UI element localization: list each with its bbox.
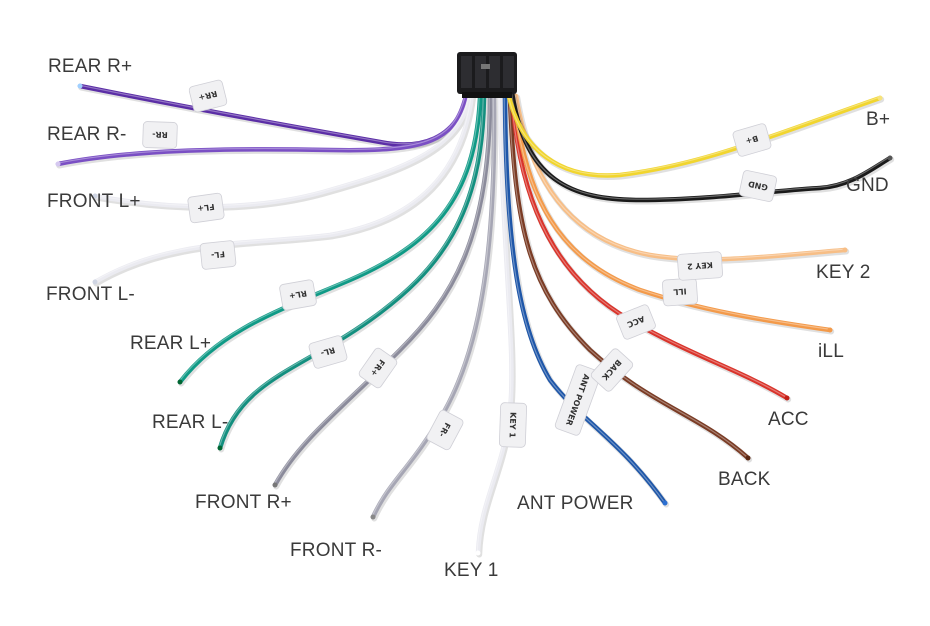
wire-label-gnd: GND <box>846 175 889 196</box>
wire-tag-gnd: GND <box>739 170 777 202</box>
wire-label-rear-l-plus: REAR L+ <box>130 333 212 354</box>
wire-front-r-minus: FR- <box>370 95 499 522</box>
wire-rear-l-plus: RL+ <box>177 95 485 387</box>
wire-tip <box>77 83 83 89</box>
wire-front-r-plus: FR+ <box>272 95 495 490</box>
wire-b-plus: B+ <box>505 89 885 181</box>
wire-tag-text: FL- <box>211 249 226 259</box>
wire-label-front-r-plus: FRONT R+ <box>195 492 292 513</box>
wire-label-rear-l-minus: REAR L- <box>152 412 229 433</box>
wire-tip <box>92 279 98 285</box>
wire-rear-r-minus: RR- <box>55 93 471 169</box>
wire-gnd: GND <box>509 89 895 205</box>
wire-tip <box>745 455 751 461</box>
wire-label-b-plus: B+ <box>866 109 891 130</box>
harness-connector <box>457 52 517 98</box>
wire-tag-text: RR- <box>152 130 168 140</box>
wire-tip <box>370 514 376 520</box>
wire-label-rear-r-plus: REAR R+ <box>48 56 133 77</box>
wire-tip <box>177 379 183 385</box>
wire-tag-rear-r-minus: RR- <box>142 121 178 149</box>
wire-tag-text: B+ <box>744 133 759 145</box>
wire-ant-power: ANT POWER <box>502 95 670 508</box>
wire-tip <box>784 395 790 401</box>
wire-tag-acc: ACC <box>616 304 656 340</box>
wire-label-front-l-plus: FRONT L+ <box>47 191 141 212</box>
wire-label-rear-r-minus: REAR R- <box>47 124 127 145</box>
wire-tag-text: KEY 1 <box>508 412 518 439</box>
wire-tag-ill: ILL <box>662 277 698 307</box>
wire-tag-rear-l-minus: RL- <box>308 335 348 369</box>
wire-rear-r-plus: RR+ <box>77 79 473 149</box>
wire-tag-text: RL- <box>320 345 336 358</box>
wire-ill: ILL <box>511 93 835 335</box>
wire-key-2: KEY 2 <box>513 93 850 281</box>
wire-tag-text: KEY 2 <box>687 260 713 271</box>
wire-tag-key-1: KEY 1 <box>498 402 528 448</box>
wire-tag-front-r-minus: FR- <box>426 409 464 451</box>
wire-tag-text: ILL <box>673 287 687 297</box>
wire-tip <box>475 550 481 556</box>
wire-rear-l-minus: RL- <box>217 95 489 453</box>
wire-label-ill: iLL <box>818 341 844 362</box>
wire-tag-text: RR+ <box>198 89 219 102</box>
wire-tag-front-r-plus: FR+ <box>358 347 398 389</box>
wire-tip <box>662 500 668 506</box>
wire-front-l-plus: FL+ <box>92 93 475 224</box>
wire-tip <box>92 193 98 199</box>
wire-tip <box>827 327 833 333</box>
wire-tag-rear-l-plus: RL+ <box>279 279 317 311</box>
wire-tip <box>887 155 893 161</box>
wire-front-l-minus: FL- <box>92 93 477 287</box>
wire-tag-text: FL+ <box>197 202 215 213</box>
wire-key-1: KEY 1 <box>475 95 528 558</box>
wire-acc: ACC <box>509 93 792 403</box>
wire-label-acc: ACC <box>768 409 809 430</box>
wire-tag-b-plus: B+ <box>732 123 772 157</box>
wire-tag-key-2: KEY 2 <box>677 251 723 281</box>
wire-tip <box>842 247 848 253</box>
wire-label-front-l-minus: FRONT L- <box>46 284 135 305</box>
wire-tip <box>217 445 223 451</box>
wire-tag-back: BACK <box>590 348 634 392</box>
wire-label-ant-power: ANT POWER <box>517 493 634 514</box>
wire-back: BACK <box>507 95 753 463</box>
wire-tag-front-l-plus: FL+ <box>187 192 225 224</box>
wire-label-front-r-minus: FRONT R- <box>290 540 383 561</box>
wire-tag-text: GND <box>747 179 769 192</box>
wire-label-back: BACK <box>718 469 771 490</box>
wire-tag-text: RL+ <box>288 289 307 301</box>
wire-tag-front-l-minus: FL- <box>199 240 237 270</box>
wire-tip <box>877 95 883 101</box>
wire-label-key-2: KEY 2 <box>816 262 871 283</box>
wire-tip <box>55 161 61 167</box>
wire-label-key-1: KEY 1 <box>444 560 499 581</box>
wire-tag-rear-r-plus: RR+ <box>188 79 228 113</box>
wire-tip <box>272 482 278 488</box>
